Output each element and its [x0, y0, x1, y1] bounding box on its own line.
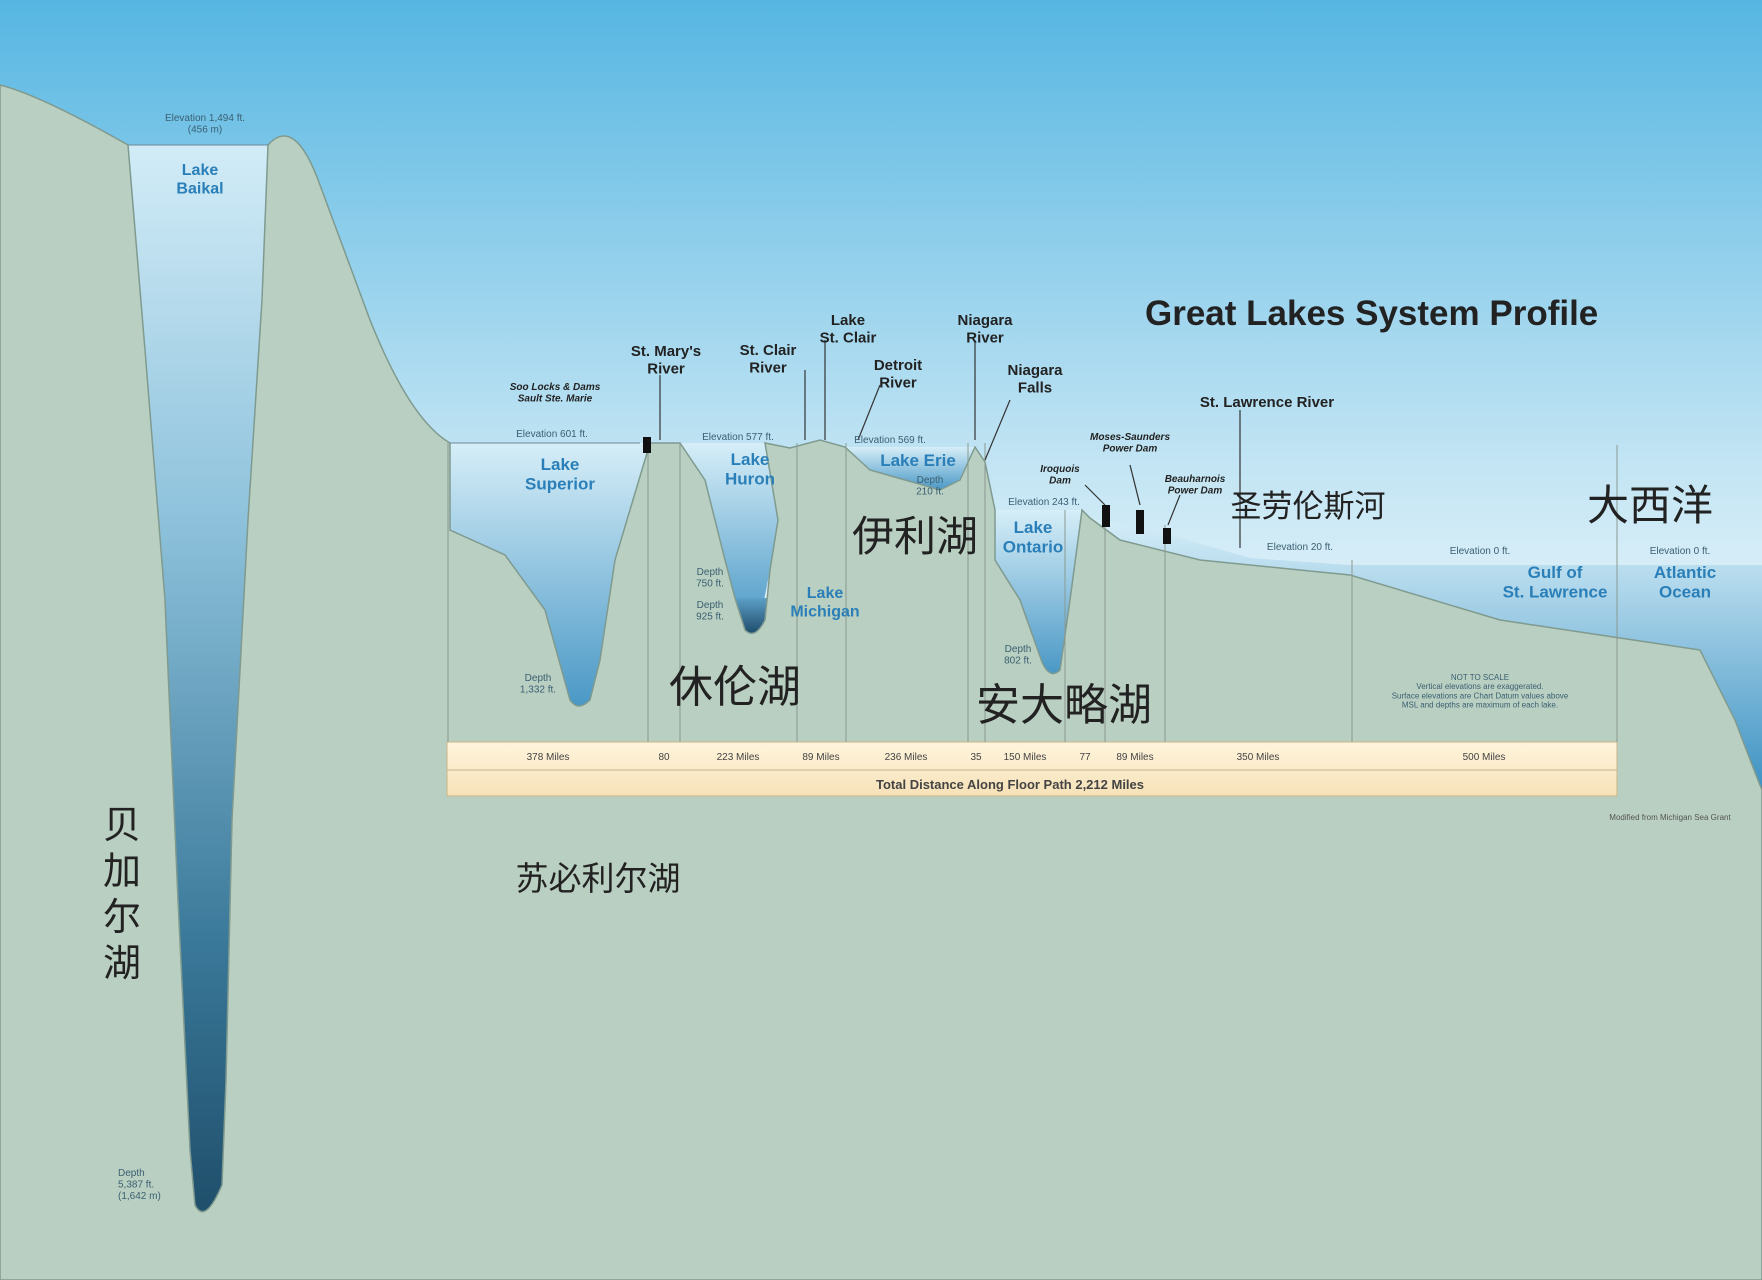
baikal-water: [128, 145, 268, 1212]
elevation-lines: [128, 144, 640, 444]
superior-water: [450, 443, 650, 706]
distance-segment: 500 Miles: [1463, 752, 1506, 763]
baikal-cn-label: 贝加尔湖: [103, 803, 141, 985]
distance-bar: [446, 741, 1618, 797]
iroquois-dam-mark: [1102, 505, 1110, 527]
ontario-water: [995, 510, 1082, 674]
distance-segment: 77: [1079, 752, 1091, 763]
distance-segment: 350 Miles: [1237, 752, 1280, 763]
st-lawrence-cn-label: 圣劳伦斯河: [1231, 489, 1386, 525]
superior-cn-label: 苏必利尔湖: [516, 859, 681, 898]
huron-water: [680, 443, 778, 630]
ocean-water: [1090, 518, 1762, 790]
distance-segment: 89 Miles: [802, 752, 839, 763]
erie-elevation: Elevation 569 ft.: [854, 435, 926, 446]
distance-segment: 89 Miles: [1116, 752, 1153, 763]
total-distance: Total Distance Along Floor Path 2,212 Mi…: [876, 777, 1144, 792]
land-profile: [0, 84, 1762, 1280]
erie-cn-label: 伊利湖: [852, 512, 978, 561]
distance-segment: 378 Miles: [527, 752, 570, 763]
atlantic-cn-label: 大西洋: [1587, 481, 1713, 530]
erie-water: [845, 447, 975, 490]
atlantic-elevation: Elevation 0 ft.: [1650, 546, 1711, 557]
ontario-cn-label: 安大略湖: [976, 680, 1152, 731]
huron-elevation: Elevation 577 ft.: [702, 432, 774, 443]
distance-segment: 80: [658, 752, 670, 763]
distance-segment: 35: [970, 752, 982, 763]
soo-locks-dam: [643, 437, 651, 453]
credit: Modified from Michigan Sea Grant: [1609, 813, 1731, 822]
section-lines: [447, 443, 1618, 742]
distance-segment: 223 Miles: [717, 752, 760, 763]
st-lawrence-river-label: St. Lawrence River: [1200, 394, 1334, 411]
diagram-title: Great Lakes System Profile: [1145, 294, 1598, 333]
distance-segment: 236 Miles: [885, 752, 928, 763]
beauharnois-dam-mark: [1163, 528, 1171, 544]
huron-cn-label: 休伦湖: [669, 662, 801, 713]
ontario-elevation: Elevation 243 ft.: [1008, 497, 1080, 508]
distance-labels: 378 Miles 80 223 Miles 89 Miles 236 Miles 35 1…: [527, 752, 1506, 763]
moses-saunders-dam-mark: [1136, 510, 1144, 534]
superior-elevation: Elevation 601 ft.: [516, 429, 588, 440]
gulf-elevation: Elevation 0 ft.: [1450, 546, 1511, 557]
erie-label: Lake Erie: [880, 451, 956, 470]
st-lawrence-elevation: Elevation 20 ft.: [1267, 542, 1333, 553]
distance-segment: 150 Miles: [1004, 752, 1047, 763]
baikal-elevation: Elevation 1,494 ft.(456 m): [165, 113, 245, 136]
leader-lines: [659, 340, 1241, 548]
